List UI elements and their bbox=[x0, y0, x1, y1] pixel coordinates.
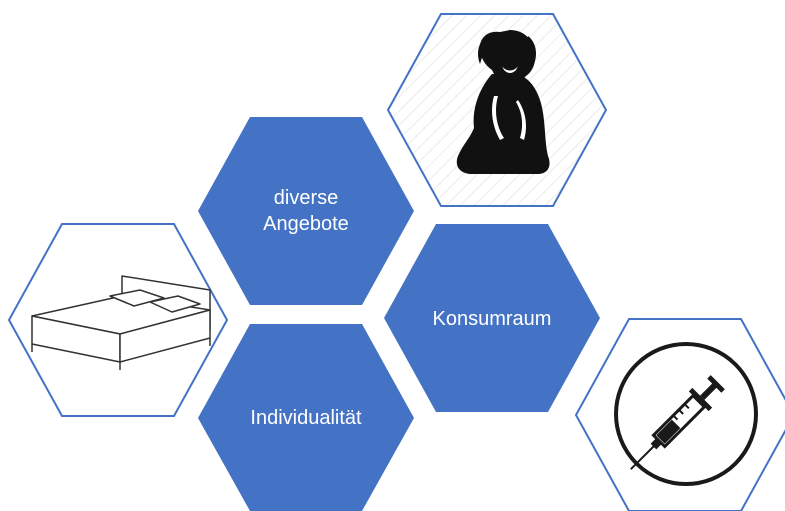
hex-label-individualitaet: Individualität bbox=[250, 407, 362, 429]
hex-dog bbox=[386, 13, 608, 207]
hex-label-angebote: Angebote bbox=[263, 213, 349, 235]
hex-syringe bbox=[574, 318, 785, 511]
hex-konsumraum: Konsumraum bbox=[384, 224, 600, 412]
bed-icon bbox=[31, 275, 211, 370]
hex-label-diverse: diverse bbox=[274, 187, 338, 209]
hex-diverse-angebote: diverse Angebote bbox=[198, 117, 414, 305]
hex-label-konsumraum: Konsumraum bbox=[433, 308, 552, 330]
syringe-icon bbox=[614, 342, 758, 486]
dog-icon bbox=[456, 30, 550, 174]
hex-bed bbox=[7, 223, 229, 417]
hex-individualitaet: Individualität bbox=[198, 324, 414, 511]
